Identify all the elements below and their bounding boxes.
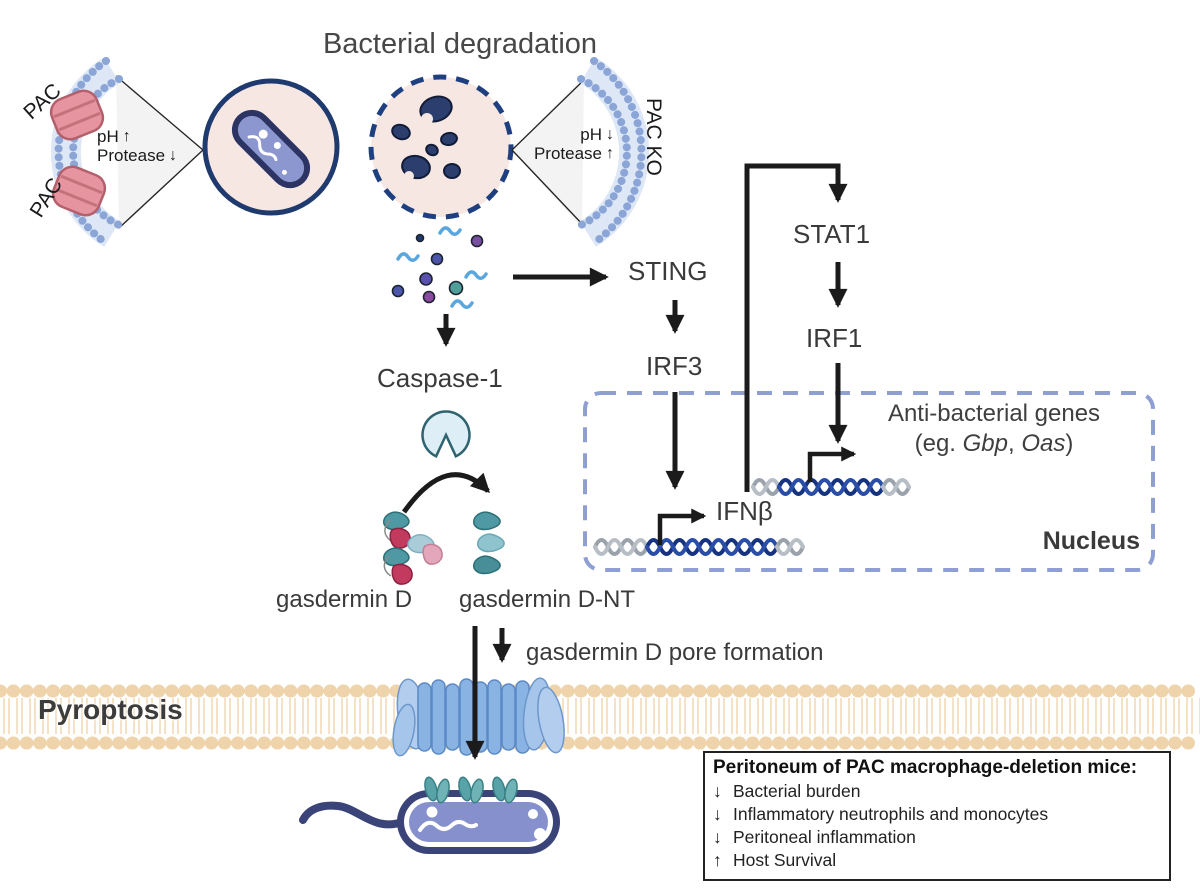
caspase1-label: Caspase-1	[377, 363, 503, 393]
genes-suffix: )	[1065, 430, 1074, 457]
pathway-arrows	[401, 163, 848, 760]
info-box-header: Peritoneum of PAC macrophage-deletion mi…	[713, 757, 1138, 778]
down-arrow-icon: ↓	[169, 147, 178, 164]
pac-channel-icon	[51, 165, 107, 217]
up-arrow-icon: ↑	[713, 850, 722, 870]
plasma-membrane	[0, 684, 1200, 750]
left-wedge-conditions: pH ↑ Protease ↓	[97, 127, 177, 165]
inserted-gasdermin-nt-icons	[424, 776, 518, 804]
up-arrow-icon: ↑	[122, 128, 131, 145]
bacterial-fragments-icon	[391, 226, 488, 309]
down-arrow-icon: ↓	[713, 827, 722, 847]
genes-line1: Anti-bacterial genes	[887, 400, 1101, 427]
ifnb-gene-dna-icon	[593, 538, 805, 556]
pac-channel-icon	[49, 89, 105, 141]
sting-label: STING	[628, 256, 708, 286]
up-arrow-icon: ↑	[606, 145, 614, 162]
gene-oas: Oas	[1021, 430, 1066, 457]
protease-label: Protease	[533, 144, 602, 163]
pore-formation-label: gasdermin D pore formation	[526, 639, 824, 666]
caspase1-enzyme-icon	[421, 410, 471, 458]
gasdermin-d-nt-icon	[473, 511, 505, 575]
antibacterial-gene-dna-icon	[751, 478, 911, 496]
left-phagosome	[49, 57, 204, 247]
gasdermin-d-nt-label: gasdermin D-NT	[459, 586, 636, 613]
dying-bacterium-icon	[299, 776, 560, 854]
info-box-item: ↓Bacterial burden	[713, 781, 861, 801]
ifnb-promoter-arrow	[657, 508, 707, 545]
gasdermin-d-label: gasdermin D	[276, 586, 413, 613]
nucleus-label: Nucleus	[1042, 527, 1140, 555]
right-wedge-conditions: pH ↓ Protease ↑	[518, 125, 614, 163]
pac-ko-label: PAC KO	[642, 98, 665, 176]
gasdermin-d-icon	[383, 511, 443, 585]
results-info-box: Peritoneum of PAC macrophage-deletion mi…	[703, 751, 1171, 881]
down-arrow-icon: ↓	[713, 781, 722, 801]
irf1-label: IRF1	[806, 323, 863, 353]
antibacterial-genes-label: Anti-bacterial genes (eg. Gbp, Oas)	[858, 399, 1130, 459]
info-box-item: ↓Peritoneal inflammation	[713, 827, 916, 847]
genes-prefix: (eg.	[914, 430, 963, 457]
antibacterial-promoter-arrow	[807, 446, 857, 482]
ph-label: pH	[580, 125, 602, 144]
gene-gbp: Gbp	[962, 430, 1009, 457]
nucleus-box	[583, 391, 1155, 572]
info-box-item: ↓Inflammatory neutrophils and monocytes	[713, 804, 1049, 824]
down-arrow-icon: ↓	[713, 804, 722, 824]
info-box-item: ↑Host Survival	[713, 850, 837, 870]
diagram-title: Bacterial degradation	[322, 28, 598, 60]
stat1-label: STAT1	[793, 219, 871, 249]
caspase-cleavage-arrow	[401, 472, 490, 514]
ph-label: pH	[97, 127, 119, 146]
down-arrow-icon: ↓	[606, 126, 614, 143]
genes-sep: ,	[1008, 430, 1022, 457]
gasdermin-pore-icon	[392, 677, 565, 757]
pyroptosis-label: Pyroptosis	[38, 694, 183, 725]
ifnb-to-stat1-feedback-arrow	[744, 163, 848, 492]
protease-label: Protease	[97, 146, 166, 165]
ifnb-label: IFNβ	[716, 496, 773, 526]
right-phagosome	[511, 57, 649, 247]
degraded-bacterium-icon	[368, 74, 514, 220]
irf3-label: IRF3	[646, 351, 703, 381]
intact-bacterium-icon	[202, 78, 340, 216]
